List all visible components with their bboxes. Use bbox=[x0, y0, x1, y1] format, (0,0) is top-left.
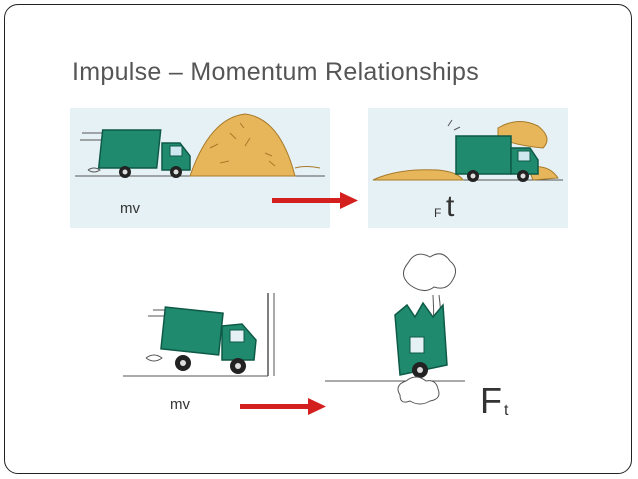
top-arrow bbox=[272, 192, 358, 210]
slide-frame bbox=[4, 4, 632, 474]
bottom-F-label: F bbox=[480, 380, 502, 421]
bottom-t-label: t bbox=[504, 402, 509, 419]
top-t-label: t bbox=[446, 190, 455, 223]
top-mv-label: mv bbox=[120, 200, 140, 217]
truck-wall-before-image bbox=[118, 288, 278, 388]
bottom-arrow bbox=[240, 398, 326, 416]
truck-haystack-after-image bbox=[368, 108, 568, 228]
truck-haystack-before-image bbox=[70, 108, 330, 228]
bottom-mv-label: mv bbox=[170, 396, 190, 413]
top-F-label: F bbox=[434, 206, 442, 220]
slide-title: Impulse – Momentum Relationships bbox=[72, 58, 479, 86]
truck-wall-crash-image bbox=[325, 245, 470, 415]
